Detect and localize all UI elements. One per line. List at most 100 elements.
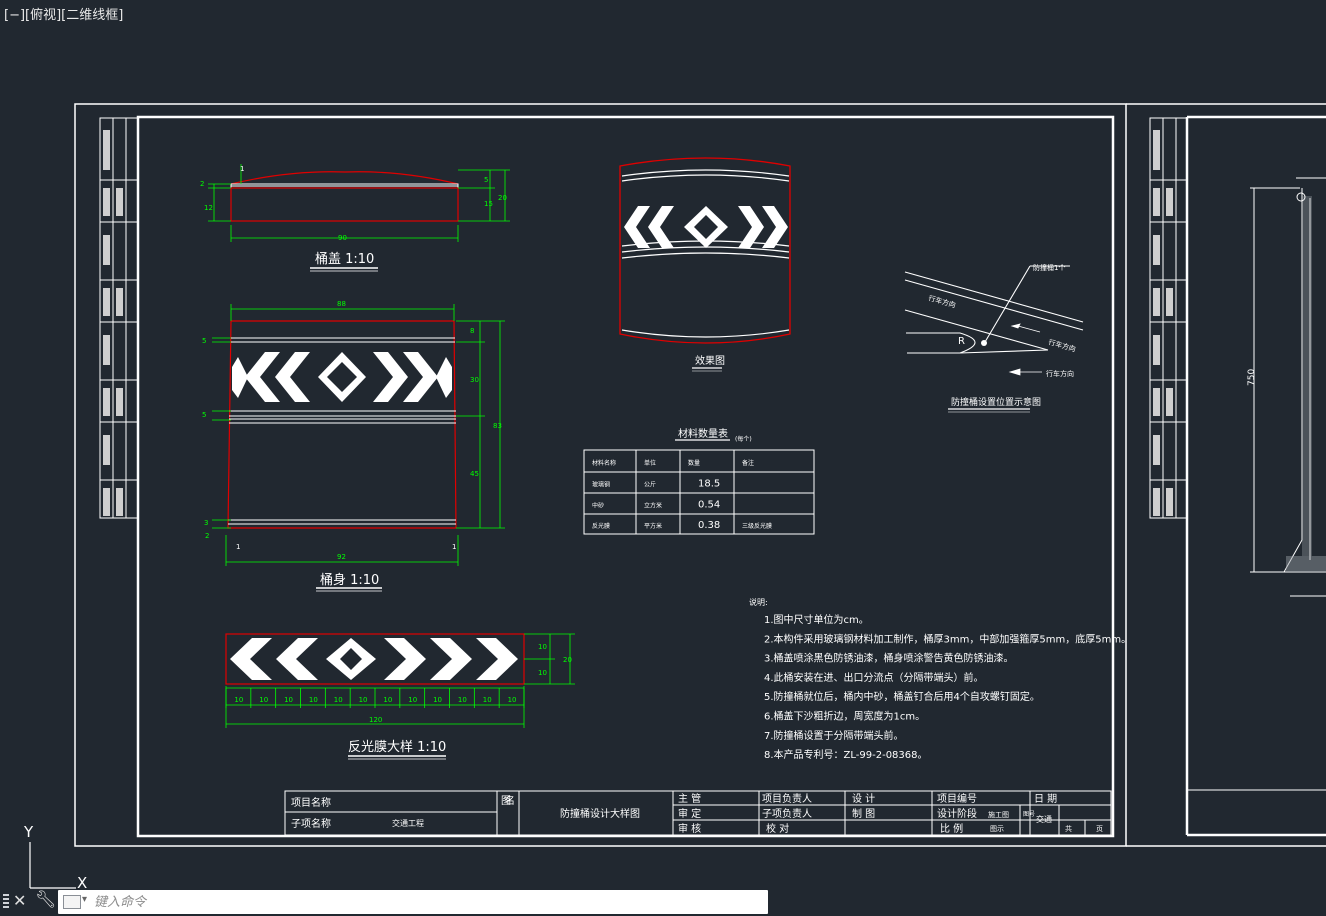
dim-text: 45 <box>470 470 479 478</box>
tb-value: 交通 <box>1036 814 1052 824</box>
command-prompt-icon[interactable] <box>63 895 81 909</box>
table-cell: 中砂 <box>592 502 604 510</box>
tb-label: 共 <box>1065 824 1072 833</box>
close-icon[interactable]: ✕ <box>13 891 27 910</box>
dim-text: 2 <box>200 180 204 188</box>
table-title: 材料数量表 <box>678 427 728 440</box>
command-input-box[interactable]: ▾ <box>58 890 768 914</box>
table-header-cell: 材料名称 <box>592 459 616 467</box>
dim-text: 750 <box>1247 369 1257 386</box>
tb-label: 设 计 <box>852 792 875 805</box>
dim-text: 12 <box>204 204 213 212</box>
command-line: ✕ 🔧︎ ▾ <box>0 888 770 916</box>
dim-text: 10 <box>284 696 293 704</box>
view-title: 防撞桶设置位置示意图 <box>951 396 1041 408</box>
notes: 说明: 1.图中尺寸单位为cm。2.本构件采用玻璃钢材料加工制作，桶厚3mm，中… <box>749 597 1131 761</box>
dim-text: 1 <box>452 543 456 551</box>
chevron-down-icon[interactable]: ▾ <box>82 894 88 905</box>
grip-handle[interactable] <box>3 894 9 910</box>
table-cell: 0.54 <box>698 500 720 511</box>
note-item: 8.本产品专利号：ZL-99-2-08368。 <box>764 748 928 761</box>
tb-drawing-name: 防撞桶设计大样图 <box>560 807 640 820</box>
table-cell: 0.38 <box>698 520 720 531</box>
tb-label: 校 对 <box>766 822 789 835</box>
tb-label: 图名 <box>501 794 515 807</box>
wrench-icon[interactable]: 🔧︎ <box>35 890 57 910</box>
note-item: 7.防撞桶设置于分隔带端头前。 <box>764 729 904 742</box>
dim-text: 10 <box>538 669 547 677</box>
tb-label: 图号 <box>1023 811 1035 818</box>
binding-strip <box>99 117 139 519</box>
tb-label: 比 例 <box>940 822 963 835</box>
annotation-label: 行车方向 <box>927 293 956 309</box>
effect-view[interactable]: 效果图 <box>619 157 791 372</box>
title-block[interactable]: 项目名称 子项名称 交通工程 防撞桶设计大样图 主 管 审 定 审 核 项目负责… <box>284 790 1112 836</box>
tb-label: 项目编号 <box>937 792 977 805</box>
dim-text: 10 <box>259 696 268 704</box>
table-subtitle: (每个) <box>735 435 752 443</box>
dim-text: 2 <box>205 532 209 540</box>
dim-text: 10 <box>458 696 467 704</box>
tb-value: 图示 <box>990 825 1004 833</box>
dim-text: 90 <box>338 234 347 242</box>
tb-value: 交通工程 <box>392 818 424 828</box>
dim-text: 10 <box>359 696 368 704</box>
tb-label: 项目名称 <box>291 796 331 809</box>
note-item: 5.防撞桶就位后，桶内中砂，桶盖钉合后用4个自攻螺钉固定。 <box>764 690 1040 703</box>
dim-text: 83 <box>493 422 502 430</box>
sheet-outer-border <box>74 103 1127 847</box>
table-cell: 平方米 <box>644 522 662 530</box>
table-cell: 三级反光膜 <box>742 522 772 530</box>
second-sheet[interactable]: 750 <box>1126 103 1326 847</box>
dim-text: 5 <box>202 337 206 345</box>
command-input[interactable] <box>94 892 754 912</box>
annotation-label: 行车方向 <box>1046 369 1074 378</box>
placement-view[interactable]: 防撞桶1个 行车方向 行车方向 行车方向 R 防撞桶设置位置示意图 <box>904 263 1084 413</box>
tb-label: 子项名称 <box>291 817 331 830</box>
tb-label: 设计阶段 <box>937 807 977 820</box>
dim-text: 20 <box>498 194 507 202</box>
tb-label: 页 <box>1096 825 1103 833</box>
dim-text: 5 <box>484 176 488 184</box>
tb-label: 制 图 <box>852 807 875 820</box>
tb-label: 主 管 <box>678 792 701 805</box>
radius-label: R <box>958 336 965 347</box>
dim-text: 30 <box>470 376 479 384</box>
dim-text: 10 <box>483 696 492 704</box>
dim-text: 10 <box>508 696 517 704</box>
dim-text: 10 <box>234 696 243 704</box>
viewport-controls[interactable]: [−][俯视][二维线框] <box>4 8 124 23</box>
barrel-view[interactable]: 88 92 8 30 45 83 5 5 3 2 1 1 桶身 1:10 <box>202 300 505 592</box>
dim-text: 92 <box>337 553 346 561</box>
annotation-label: 防撞桶1个 <box>1033 263 1065 272</box>
ucs-y-axis-label: Y <box>24 823 34 841</box>
view-title: 反光膜大样 1:10 <box>348 740 446 755</box>
dim-text: 5 <box>202 411 206 419</box>
table-cell: 公斤 <box>644 481 656 489</box>
tb-label: 日 期 <box>1034 793 1057 805</box>
tb-value: 施工图 <box>988 810 1009 819</box>
binding-strip-text <box>103 130 123 516</box>
table-cell: 18.5 <box>698 479 720 490</box>
dim-text: 1 <box>236 543 240 551</box>
barrel-marker <box>981 340 987 346</box>
ucs-x-axis-label: X <box>77 874 88 892</box>
dim-text: 10 <box>309 696 318 704</box>
tb-label: 审 核 <box>678 822 701 835</box>
dim-text: 3 <box>204 519 208 527</box>
dim-text: 15 <box>484 200 493 208</box>
dim-text: 10 <box>408 696 417 704</box>
table-cell: 反光膜 <box>592 522 610 530</box>
note-item: 6.桶盖下沙粗折边，周宽度为1cm。 <box>764 710 925 723</box>
note-item: 3.桶盖喷涂黑色防锈油漆，桶身喷涂警告黄色防锈油漆。 <box>764 652 1014 665</box>
notes-title: 说明: <box>749 597 768 607</box>
note-item: 1.图中尺寸单位为cm。 <box>764 613 869 626</box>
dim-text: 10 <box>538 643 547 651</box>
note-item: 4.此桶安装在进、出口分流点（分隔带端头）前。 <box>764 671 984 684</box>
top-cap-view[interactable]: 90 2 12 5 15 20 1 桶盖 1:10 <box>200 164 510 272</box>
dim-text: 10 <box>433 696 442 704</box>
dim-text: 1 <box>240 165 244 173</box>
